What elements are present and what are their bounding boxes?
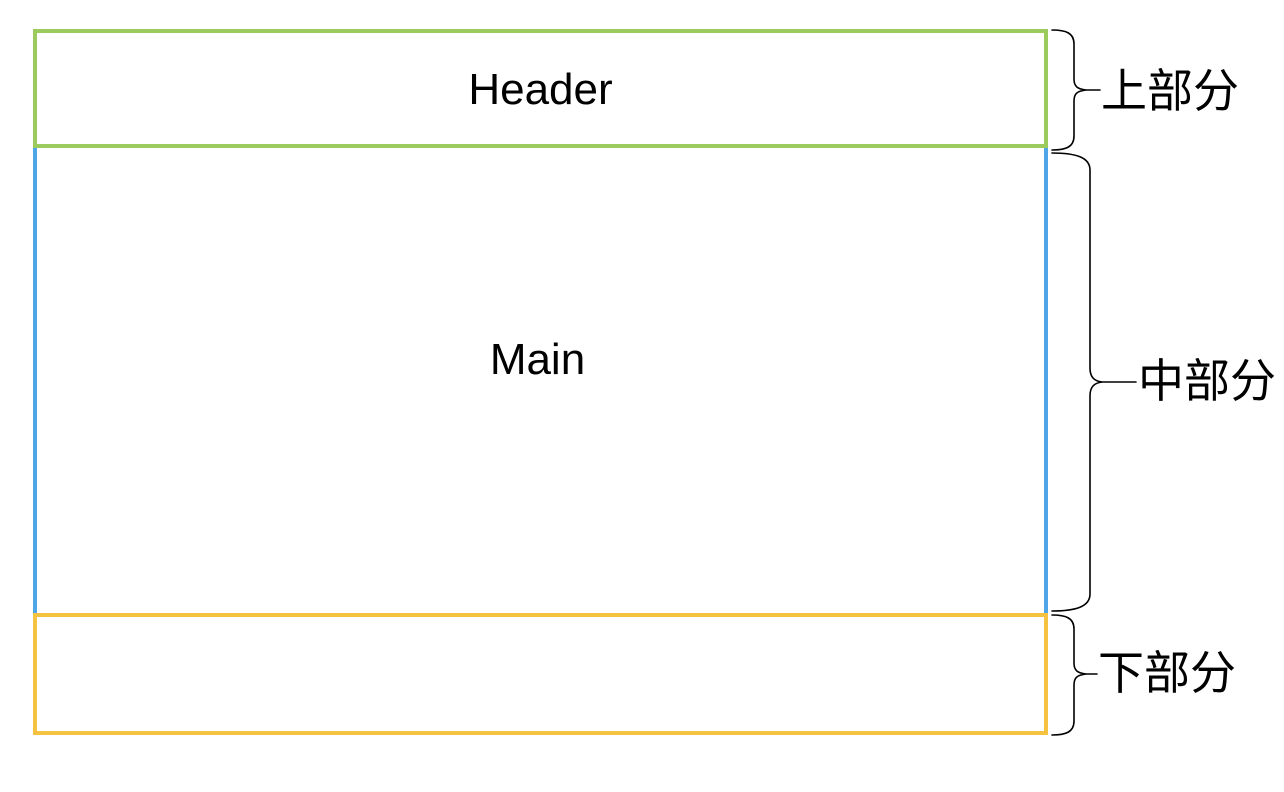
brace-middle xyxy=(1051,152,1137,612)
header-section-box[interactable]: Header xyxy=(33,29,1048,148)
footer-section-box[interactable] xyxy=(33,613,1048,735)
annotation-label-middle: 中部分 xyxy=(1138,355,1276,407)
brace-top xyxy=(1051,29,1101,151)
annotation-label-top: 上部分 xyxy=(1101,65,1239,117)
header-section-label: Header xyxy=(468,65,613,114)
main-section-box[interactable]: Main xyxy=(33,148,1048,615)
brace-bottom xyxy=(1051,614,1098,736)
main-section-label: Main xyxy=(489,335,586,384)
annotation-label-bottom: 下部分 xyxy=(1098,647,1236,699)
